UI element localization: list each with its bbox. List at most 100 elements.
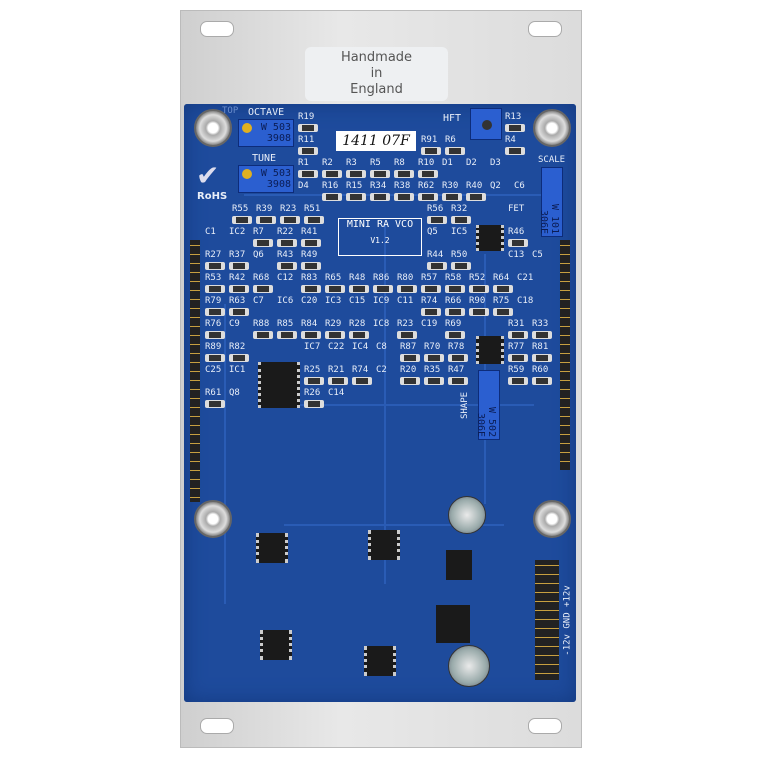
component-label: R37 [229,250,246,260]
shape-label: SHAPE [460,391,471,420]
component-label: R80 [397,273,414,283]
resistor [445,285,465,293]
pin-header-left [190,240,200,502]
scale-trimmer[interactable]: W 101 306E [538,167,563,237]
component-label: R28 [349,319,366,329]
resistor [325,331,345,339]
component-label: R41 [301,227,318,237]
power-header[interactable] [535,560,559,680]
power-label: -12v GND +12v [562,585,573,656]
hft-label: HFT [443,113,462,124]
ic-chip [260,630,292,660]
component-label: R42 [229,273,246,283]
resistor [466,193,486,201]
component-label: R3 [346,158,357,168]
component-label: R50 [451,250,468,260]
component-label: R22 [277,227,294,237]
component-label: R20 [400,365,417,375]
tune-label: TUNE [252,153,277,164]
resistor [328,377,348,385]
component-label: R49 [301,250,318,260]
ic-chip [258,362,300,408]
resistor [424,377,444,385]
resistor [304,216,324,224]
resistor [532,354,552,362]
resistor [493,285,513,293]
shape-trimmer[interactable]: W 502 306E [475,370,500,440]
component-label: C22 [328,342,345,352]
component-label: D1 [442,158,453,168]
resistor [442,193,462,201]
resistor [493,308,513,316]
component-label: C20 [301,296,318,306]
resistor [394,193,414,201]
component-label: R85 [277,319,294,329]
sticker-line: England [350,82,403,97]
component-label: C14 [328,388,345,398]
resistor [301,239,321,247]
regulator [436,605,470,643]
resistor [505,124,525,132]
resistor [397,331,417,339]
component-label: R35 [424,365,441,375]
resistor [370,170,390,178]
component-label: R86 [373,273,390,283]
resistor [253,331,273,339]
component-label: IC4 [352,342,369,352]
resistor [322,193,342,201]
resistor [445,331,465,339]
resistor [253,239,273,247]
resistor [304,377,324,385]
component-label: R61 [205,388,222,398]
resistor [277,331,297,339]
component-label: R29 [325,319,342,329]
component-label: R88 [253,319,270,329]
component-label: R56 [427,204,444,214]
hft-trimmer[interactable] [470,108,502,140]
resistor [280,216,300,224]
component-label: R32 [451,204,468,214]
component-label: R53 [205,273,222,283]
component-label: R23 [280,204,297,214]
resistor [298,124,318,132]
resistor [298,147,318,155]
resistor [349,331,369,339]
resistor [532,377,552,385]
component-label: R59 [508,365,525,375]
component-label: R52 [469,273,486,283]
component-label: R65 [325,273,342,283]
component-label: R83 [301,273,318,283]
resistor [508,377,528,385]
component-label: R57 [421,273,438,283]
component-label: D4 [298,181,309,191]
resistor [418,170,438,178]
component-label: C15 [349,296,366,306]
resistor [253,285,273,293]
resistor [469,308,489,316]
component-label: R87 [400,342,417,352]
resistor [394,170,414,178]
component-label: D2 [466,158,477,168]
component-label: R40 [466,181,483,191]
resistor [400,377,420,385]
component-label: D3 [490,158,501,168]
component-label: R75 [493,296,510,306]
component-label: R6 [445,135,456,145]
resistor [232,216,252,224]
component-label: R78 [448,342,465,352]
checkmark-icon: ✔ [196,159,220,192]
component-label: R13 [505,112,522,122]
component-label: Q2 [490,181,501,191]
sticker-line: Handmade [340,50,413,65]
component-label: R64 [493,273,510,283]
resistor [277,239,297,247]
resistor [448,377,468,385]
resistor [421,147,441,155]
mounting-slot [528,718,562,734]
component-label: C25 [205,365,222,375]
mounting-nut [194,109,232,147]
component-label: R23 [397,319,414,329]
